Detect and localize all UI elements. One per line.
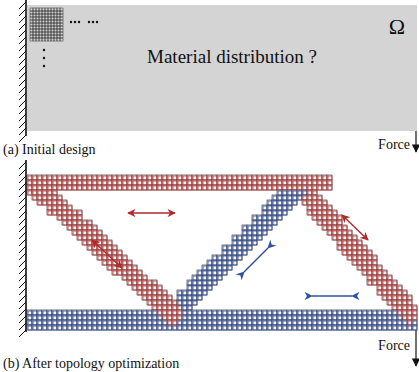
domain-symbol: Ω <box>389 15 405 39</box>
panel-caption: (b) After topology optimization <box>3 356 179 371</box>
tension-arrow <box>342 215 368 240</box>
force-arrow <box>415 131 416 152</box>
force-arrow <box>415 329 416 366</box>
tension-arrow <box>92 240 122 268</box>
panel-caption: (a) Initial design <box>3 142 96 157</box>
domain-label: Material distribution ? <box>27 47 419 68</box>
mesh-members <box>27 175 417 330</box>
mesh-grid <box>27 5 417 131</box>
tension-arrow <box>128 212 175 213</box>
compression-arrow <box>312 295 352 296</box>
design-domain: Ω Material distribution ? <box>27 5 417 131</box>
force-label: Force <box>378 338 410 353</box>
force-label: Force <box>378 137 410 152</box>
clamped-wall <box>19 0 26 337</box>
compression-arrow <box>244 248 268 272</box>
